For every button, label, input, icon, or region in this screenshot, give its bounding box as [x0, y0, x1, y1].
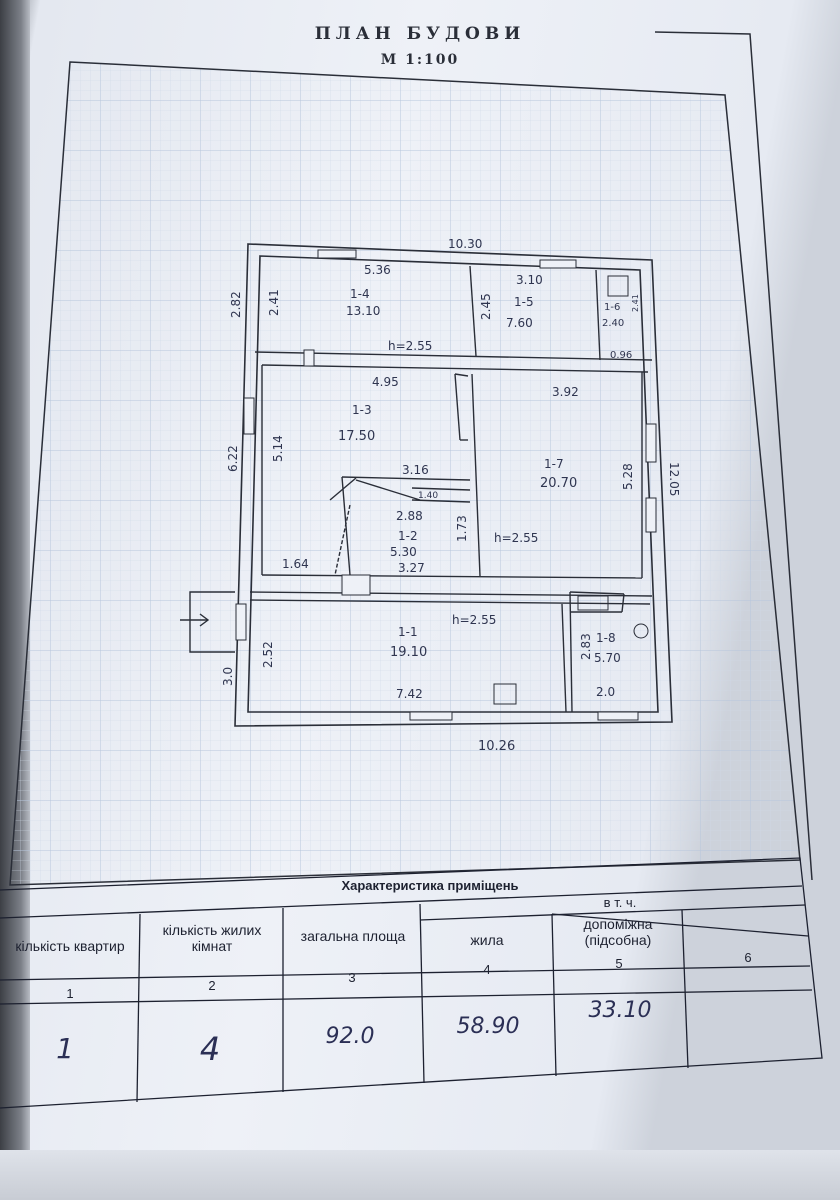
room-1-3-height: 5.14	[271, 435, 285, 462]
dim-outer-top: 10.30	[448, 237, 482, 251]
room-1-5-area: 7.60	[506, 316, 533, 330]
room-1-4-area: 13.10	[346, 304, 380, 318]
value-apartments: 1	[56, 1032, 74, 1065]
room-1-2-id: 1-2	[398, 529, 418, 543]
room-1-3-id: 1-3	[352, 403, 372, 417]
room-1-2-width-mid: 2.88	[396, 509, 423, 523]
room-1-2-area: 5.30	[390, 545, 417, 559]
room-1-1-width: 7.42	[396, 687, 423, 701]
room-1-1-height: 2.52	[261, 641, 275, 668]
room-1-2-height: 1.73	[455, 515, 469, 542]
dim-outer-right: 12.05	[667, 462, 681, 496]
table-caption: Характеристика приміщень	[341, 878, 519, 893]
dim-left-middle: 6.22	[226, 445, 240, 472]
room-1-6-height: 2.41	[631, 294, 640, 312]
header-living-area: жила	[470, 932, 504, 948]
room-1-8-width: 2.0	[596, 685, 615, 699]
binding-edge	[0, 0, 30, 1200]
room-1-2-width-top: 3.16	[402, 463, 429, 477]
ceiling-height-3: h=2.55	[452, 613, 496, 627]
room-1-8-id: 1-8	[596, 631, 616, 645]
room-1-5-id: 1-5	[514, 295, 534, 309]
header-total-area: загальна площа	[300, 928, 406, 944]
room-1-7-area: 20.70	[540, 476, 577, 491]
fixtures	[493, 275, 649, 705]
dimension-labels: 10.30 10.26 12.05 2.82 6.22 3.0 5.36 1-4…	[221, 237, 681, 754]
plan-title: ПЛАН БУДОВИ	[314, 24, 526, 44]
room-1-8-height: 2.83	[579, 633, 593, 660]
colnum-6: 6	[744, 950, 752, 965]
value-living-area: 58.90	[456, 1014, 520, 1039]
room-1-5-height: 2.45	[479, 293, 493, 320]
windows	[235, 249, 657, 721]
colnum-2: 2	[208, 978, 216, 993]
room-1-7-id: 1-7	[544, 457, 564, 471]
characteristics-table-grid	[0, 857, 823, 1109]
outer-walls	[234, 243, 673, 727]
interior-walls	[180, 265, 653, 713]
value-total-area: 92.0	[325, 1024, 375, 1049]
room-1-7-width: 3.92	[552, 385, 579, 399]
room-1-6-width: 0.96	[610, 350, 632, 361]
room-1-8-area: 5.70	[594, 651, 621, 665]
value-living-rooms: 4	[199, 1030, 221, 1068]
dim-outer-bottom: 10.26	[478, 739, 515, 754]
room-1-4-height: 2.41	[267, 289, 281, 316]
room-1-4-id: 1-4	[350, 287, 370, 301]
header-auxiliary-area: допоміжна (підсобна)	[583, 916, 653, 948]
colnum-4: 4	[483, 962, 491, 977]
room-1-3-area: 17.50	[338, 429, 375, 444]
dim-left-bottom: 3.0	[221, 667, 235, 686]
header-apartments: кількість квартир	[15, 938, 125, 954]
lower-page-edge	[0, 1150, 840, 1200]
room-1-6-area: 2.40	[602, 318, 624, 329]
room-1-2-left-offset: 1.64	[282, 557, 309, 571]
room-1-1-area: 19.10	[390, 645, 427, 660]
colnum-1: 1	[66, 986, 74, 1001]
room-1-5-width: 3.10	[516, 273, 543, 287]
room-1-2-width-bottom: 3.27	[398, 561, 425, 575]
value-auxiliary-area: 33.10	[588, 998, 652, 1023]
stair-label: 1.40	[418, 491, 438, 501]
room-1-1-id: 1-1	[398, 625, 418, 639]
room-1-3-width: 4.95	[372, 375, 399, 389]
colnum-5: 5	[615, 956, 623, 971]
ceiling-height-1: h=2.55	[388, 339, 432, 353]
header-living-rooms: кількість жилих кімнат	[162, 922, 262, 954]
plan-scale: М 1:100	[380, 52, 460, 68]
room-1-6-id: 1-6	[604, 302, 620, 313]
table-including-label: в т. ч.	[603, 895, 637, 910]
colnum-3: 3	[348, 970, 356, 985]
dim-left-top: 2.82	[229, 291, 243, 318]
ceiling-height-2: h=2.55	[494, 531, 538, 545]
frame-corner-line	[654, 31, 813, 881]
room-1-4-width: 5.36	[364, 263, 391, 277]
room-1-7-height: 5.28	[621, 463, 635, 490]
